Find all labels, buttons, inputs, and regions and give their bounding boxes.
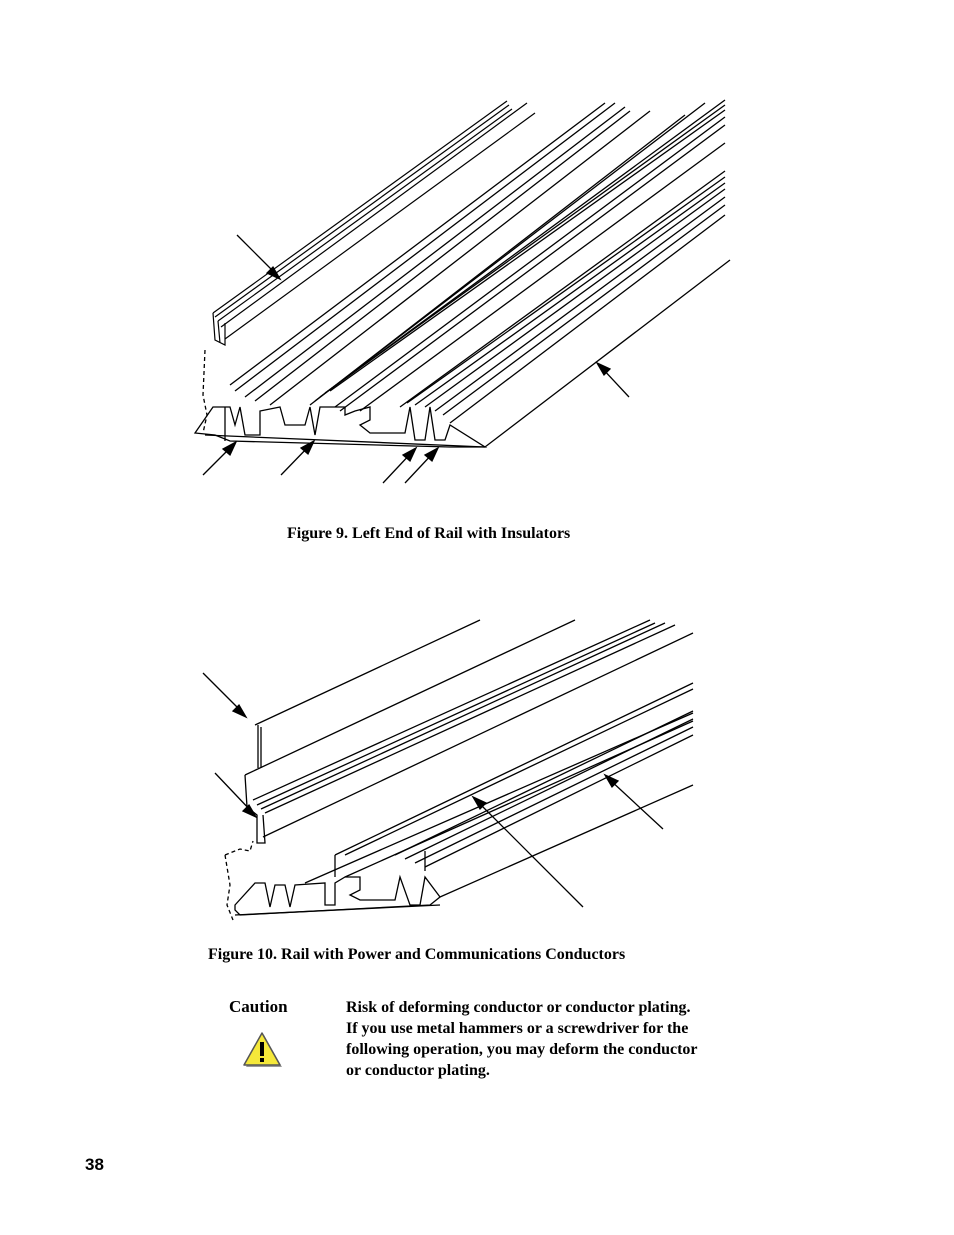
leader-arrows: [202, 234, 630, 484]
warning-triangle-icon: [241, 1030, 283, 1075]
leader-arrows: [202, 672, 664, 908]
rail-end-profile: [224, 840, 441, 921]
figure-9-caption: Figure 9. Left End of Rail with Insulato…: [287, 525, 571, 542]
power-conductor: [304, 682, 694, 898]
page-number: 38: [85, 1155, 104, 1174]
caution-line: or conductor plating.: [346, 1062, 490, 1079]
rail-body: [193, 99, 731, 448]
communications-conductor: [244, 619, 694, 844]
caution-label: Caution: [229, 997, 288, 1016]
figure-9-drawing: [185, 95, 745, 495]
figure-10-drawing: [195, 615, 705, 935]
caution-message: Risk of deforming conductor or conductor…: [346, 997, 746, 1081]
insulator-strip: [212, 100, 536, 346]
caution-line: following operation, you may deform the …: [346, 1041, 698, 1058]
caution-line: If you use metal hammers or a screwdrive…: [346, 1020, 689, 1037]
figure-10-caption: Figure 10. Rail with Power and Communica…: [208, 946, 626, 963]
caution-line: Risk of deforming conductor or conductor…: [346, 999, 691, 1016]
